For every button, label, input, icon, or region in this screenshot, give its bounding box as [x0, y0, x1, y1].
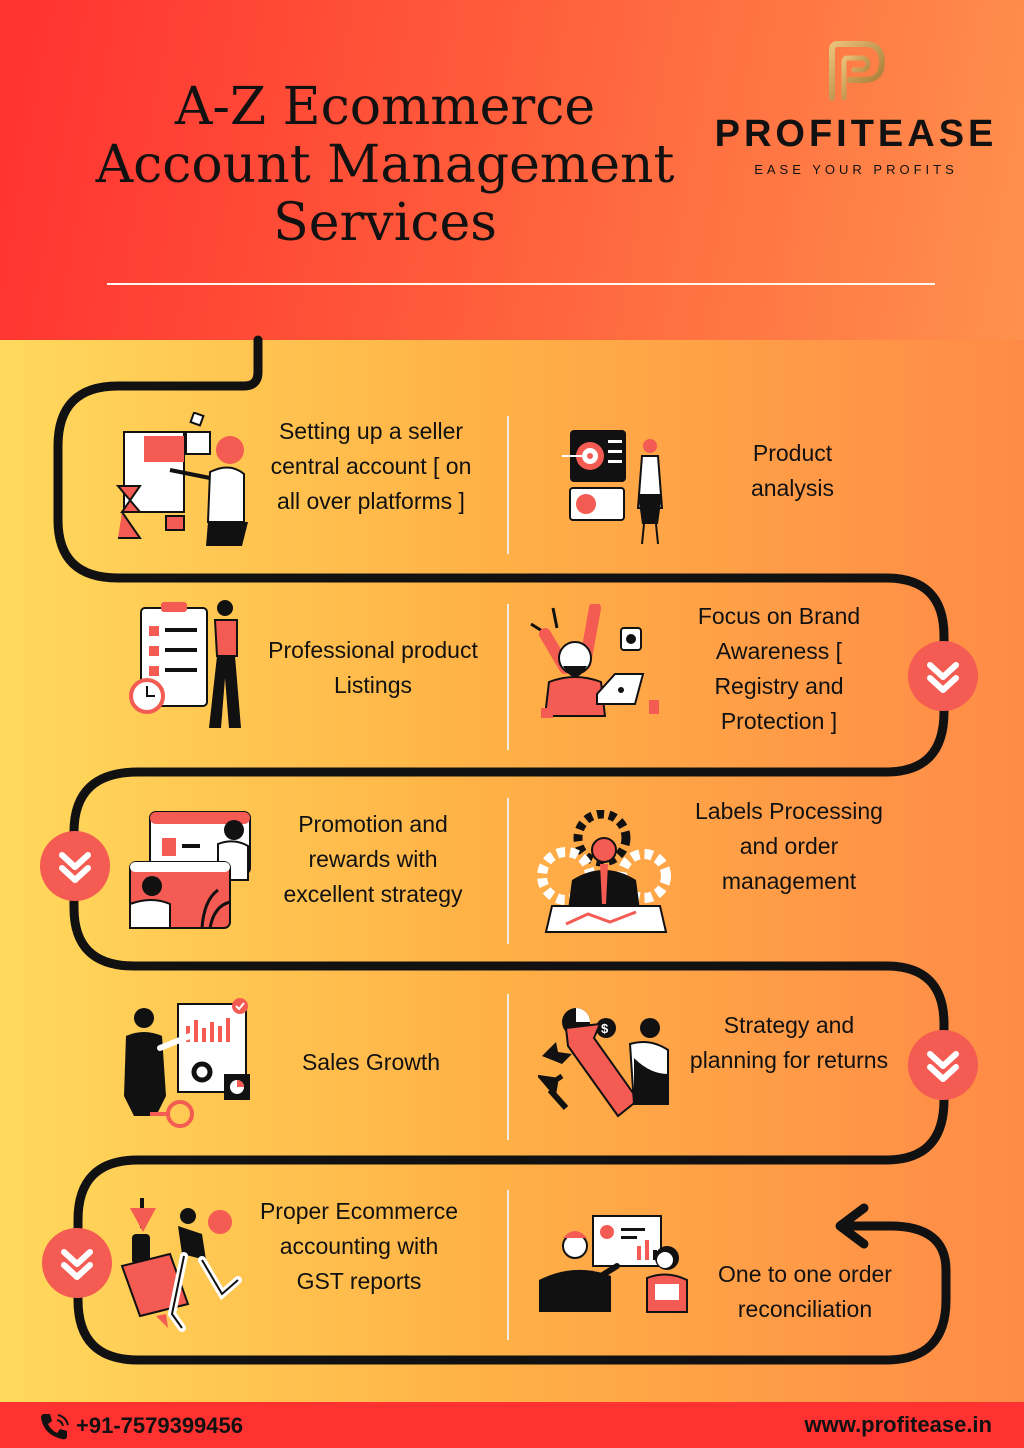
product-analysis-illustration [562, 430, 664, 545]
service-promotion: Promotion and rewards with excellent str… [283, 811, 463, 907]
double-chevron-down-icon [927, 662, 959, 693]
promotion-illustration [129, 811, 251, 929]
row-divider-2 [507, 604, 509, 750]
brand-block: PROFITEASE EASE YOUR PROFITS [706, 40, 1006, 177]
brand-name: PROFITEASE [714, 113, 998, 155]
returns-strategy-illustration: $ [538, 1008, 669, 1118]
phone-number: +91-7579399456 [76, 1413, 243, 1438]
svg-text:$: $ [601, 1021, 609, 1036]
row-divider-3 [507, 798, 509, 944]
service-returns-strategy: Strategy and planning for returns [689, 1012, 889, 1073]
row-divider-5 [507, 1190, 509, 1340]
row-divider-1 [507, 416, 509, 554]
chevron-down-badge-3 [908, 1030, 978, 1100]
header-rule [107, 283, 935, 285]
brand-tagline: EASE YOUR PROFITS [754, 162, 958, 177]
service-brand-awareness: Focus on Brand Awareness [ Registry and … [697, 603, 861, 734]
double-chevron-down-icon [59, 852, 91, 883]
footer-bar: +91-7579399456 www.profitease.in [0, 1402, 1024, 1448]
row-divider-4 [507, 994, 509, 1140]
service-product-listings: Professional product Listings [268, 637, 478, 698]
double-chevron-down-icon [927, 1051, 959, 1082]
brand-awareness-illustration [530, 604, 659, 718]
title-line-2: Account Management [95, 135, 675, 195]
phone-icon [41, 1414, 69, 1440]
service-reconciliation: One to one order reconciliation [718, 1261, 892, 1322]
service-seller-setup: Setting up a seller central account [ on… [270, 418, 472, 514]
footer-website-link[interactable]: www.profitease.in [804, 1412, 992, 1437]
footer-phone[interactable]: +91-7579399456 [38, 1411, 243, 1441]
service-accounting: Proper Ecommerce accounting with GST rep… [259, 1198, 459, 1294]
reconciliation-illustration [539, 1215, 688, 1313]
chevron-down-badge-2 [40, 831, 110, 901]
service-sales-growth: Sales Growth [301, 1049, 441, 1075]
chevron-down-badge-4 [42, 1228, 112, 1298]
accounting-illustration [120, 1198, 242, 1332]
order-management-illustration [537, 810, 671, 933]
seller-setup-illustration [115, 412, 248, 546]
product-listing-illustration [129, 600, 241, 728]
title-line-3: Services [273, 193, 497, 253]
page-title: A-Z Ecommerce Account Management Service… [90, 78, 680, 252]
title-line-1: A-Z Ecommerce [174, 77, 596, 137]
header-banner: A-Z Ecommerce Account Management Service… [0, 0, 1024, 340]
profitease-logo-icon [829, 41, 886, 101]
chevron-down-badge-1 [908, 641, 978, 711]
service-product-analysis: Product analysis [750, 440, 835, 501]
sales-growth-illustration [124, 998, 250, 1128]
double-chevron-down-icon [61, 1249, 93, 1280]
service-order-management: Labels Processing and order management [695, 798, 883, 894]
